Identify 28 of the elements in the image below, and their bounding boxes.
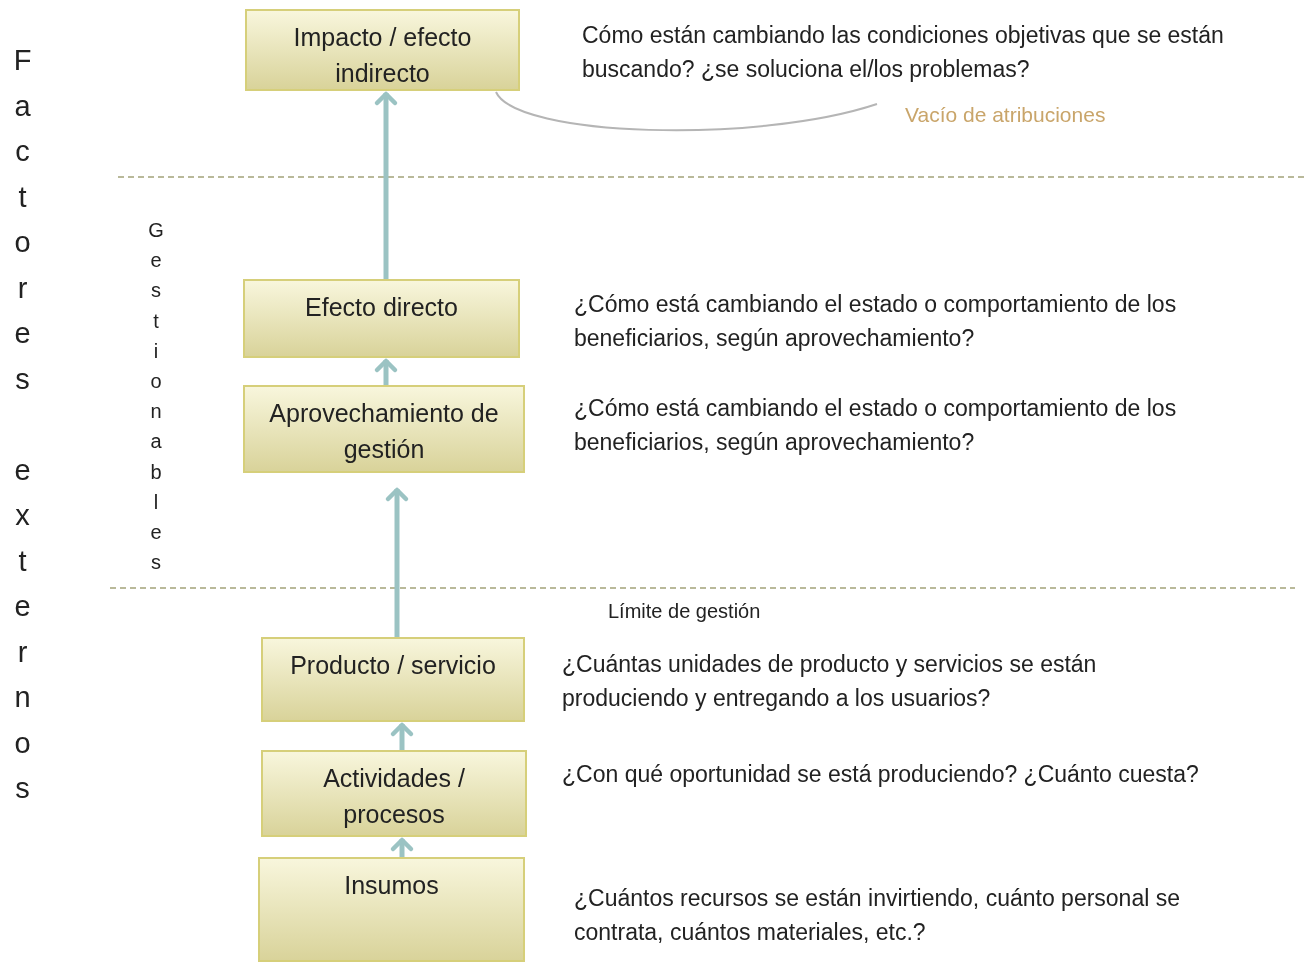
arrow [374, 91, 398, 279]
box-label: Producto / servicio [289, 650, 497, 681]
question-text: ¿Cuántas unidades de producto y servicios se están produciendo y entregando a los usuarios? [562, 650, 1098, 713]
process-box [261, 750, 527, 837]
question-text: ¿Cómo está cambiando el estado o comportamiento de los beneficiarios, según aprovechamiento? [574, 290, 1178, 353]
question-text: ¿Cuántos recursos se están invirtiendo, cuánto personal se contrata, cuántos materiales, etc.? [574, 884, 1181, 947]
box-label: Aprovechamiento de gestión [268, 398, 500, 465]
question-text: Cómo están cambiando las condiciones objetivas que se están buscando? ¿se soluciona el/los problemas? [582, 21, 1225, 84]
boundary-label: Límite de gestión [608, 599, 761, 624]
vertical-label: Factores externos [12, 43, 33, 806]
process-box [245, 9, 520, 91]
box-label: Impacto / efecto indirecto [292, 22, 473, 89]
arrow [385, 487, 409, 637]
question-text: ¿Cómo está cambiando el estado o comportamiento de los beneficiarios, según aprovechamiento? [574, 394, 1178, 457]
arrow [390, 837, 414, 857]
leader-line [495, 91, 878, 132]
arrow [390, 722, 414, 750]
box-label: Actividades / procesos [322, 763, 466, 830]
arrow [374, 358, 398, 385]
process-box [243, 279, 520, 358]
annotation-text: Vacío de atribuciones [905, 100, 1106, 130]
process-box [258, 857, 525, 962]
question-text: ¿Con qué oportunidad se está produciendo? ¿Cuánto cuesta? [562, 760, 1200, 789]
vertical-label: Gestionables [147, 218, 165, 576]
process-box [261, 637, 525, 722]
box-label: Efecto directo [304, 292, 459, 323]
process-box [243, 385, 525, 473]
box-label: Insumos [343, 870, 440, 901]
